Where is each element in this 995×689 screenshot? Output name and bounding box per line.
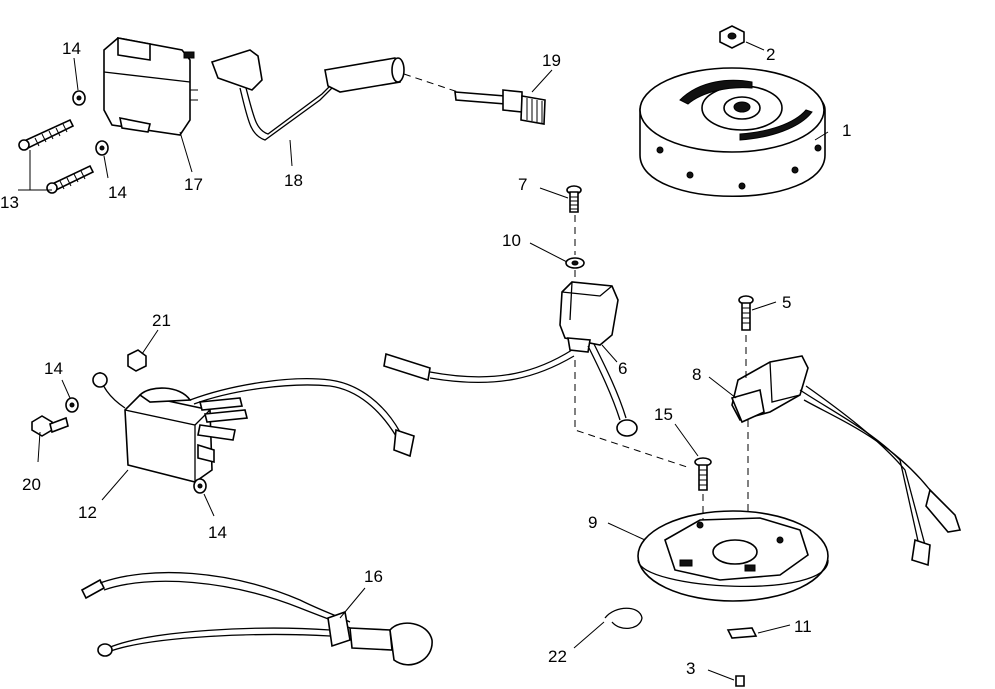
power-pack — [92, 371, 415, 483]
callout-15: 15 — [654, 405, 673, 424]
coil-mounting-screws — [18, 118, 95, 194]
callout-18: 18 — [284, 171, 303, 190]
armature-plate — [637, 510, 829, 602]
callout-17: 17 — [184, 175, 203, 194]
callout-8: 8 — [692, 365, 701, 384]
callout-14-bottom: 14 — [208, 523, 227, 542]
callout-14-coil: 14 — [108, 183, 127, 202]
callout-12: 12 — [78, 503, 97, 522]
armature-plate-screw — [694, 457, 712, 491]
retaining-clip — [604, 607, 643, 629]
callout-7: 7 — [518, 175, 527, 194]
timer-base-screw — [738, 295, 754, 331]
callout-5: 5 — [782, 293, 791, 312]
flywheel — [639, 67, 826, 198]
callout-10: 10 — [502, 231, 521, 250]
callout-21: 21 — [152, 311, 171, 330]
callout-14-top: 14 — [62, 39, 81, 58]
callout-2: 2 — [766, 45, 775, 64]
power-pack-fasteners — [31, 349, 207, 494]
callout-1: 1 — [842, 121, 851, 140]
callout-3: 3 — [686, 659, 695, 678]
callout-13: 13 — [0, 193, 19, 212]
callout-16: 16 — [364, 567, 383, 586]
small-screw — [735, 675, 745, 687]
callout-labels: 1 2 3 5 6 7 8 9 10 11 12 13 14 14 14 14 … — [0, 39, 851, 678]
callout-20: 20 — [22, 475, 41, 494]
wiring-harness — [80, 571, 433, 666]
leader-lines — [18, 41, 829, 681]
charge-coil-guide-line — [574, 215, 691, 469]
charge-coil-washer — [565, 257, 585, 269]
spark-plug-lead — [210, 49, 405, 141]
charge-coil-screw — [566, 185, 582, 213]
flywheel-nut — [719, 25, 745, 49]
charge-coil — [383, 281, 638, 437]
ignition-coil — [103, 37, 198, 136]
callout-6: 6 — [618, 359, 627, 378]
callout-11: 11 — [794, 617, 812, 636]
callout-22: 22 — [548, 647, 567, 666]
terminal-clip — [726, 627, 758, 639]
plug-guide-line — [403, 73, 459, 93]
timer-base-sensor — [730, 355, 962, 567]
spark-plug — [454, 89, 546, 125]
callout-14-pack: 14 — [44, 359, 63, 378]
coil-washers — [72, 90, 109, 156]
callout-19: 19 — [542, 51, 561, 70]
callout-9: 9 — [588, 513, 597, 532]
